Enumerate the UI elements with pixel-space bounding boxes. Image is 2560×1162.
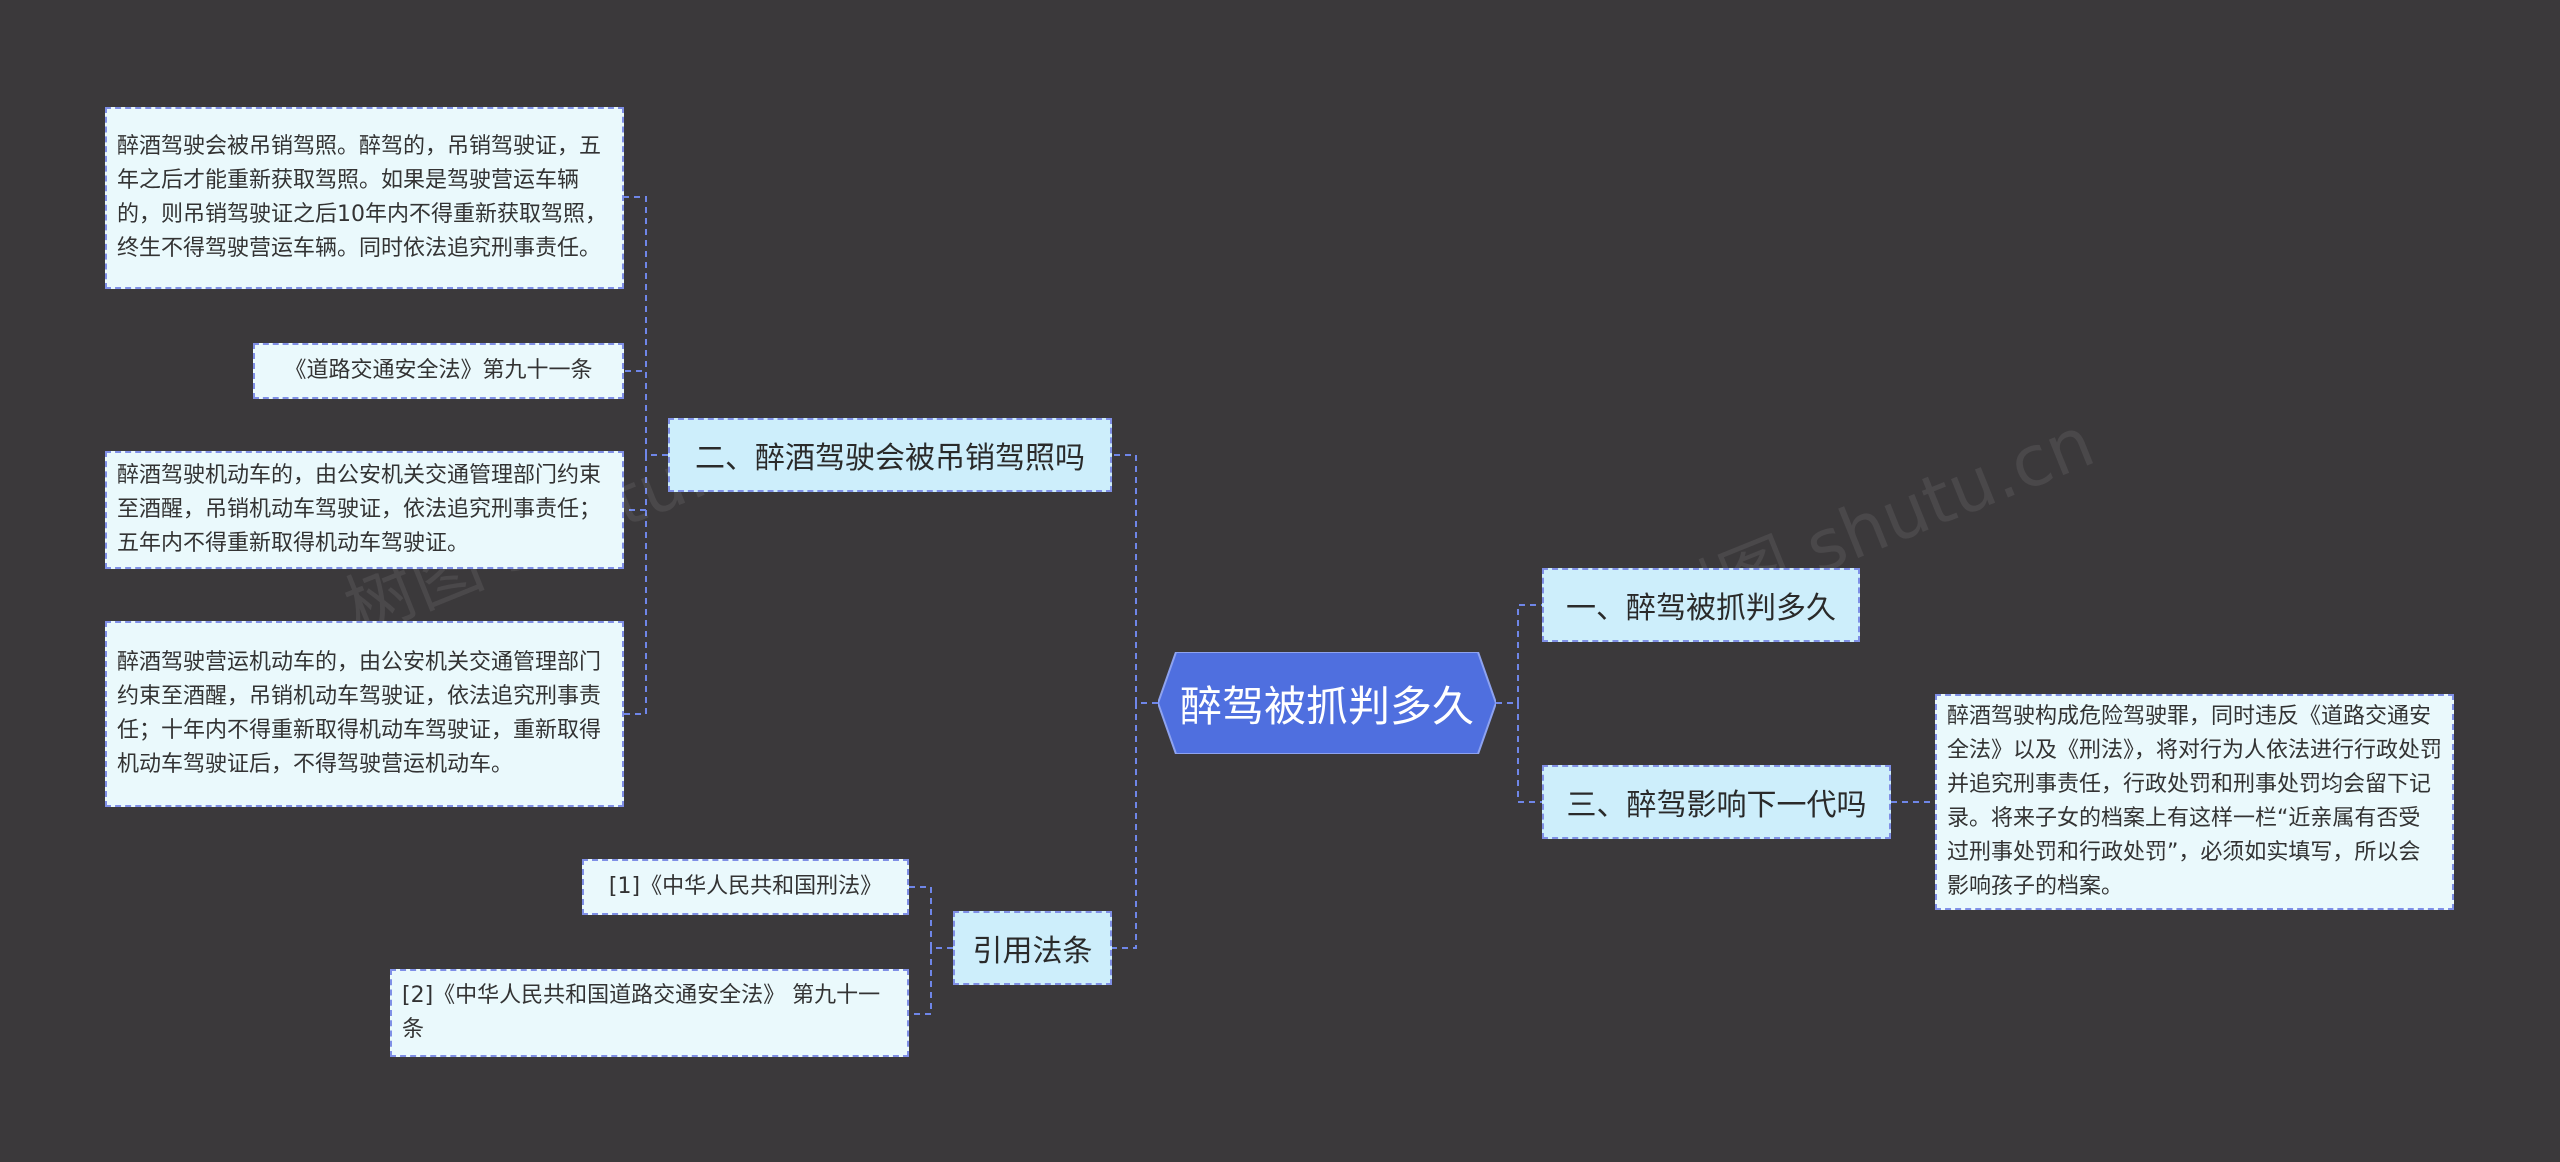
leaf-text: [1]《中华人民共和国刑法》 — [608, 874, 883, 899]
leaf-motor-vehicle-rule[interactable]: 醉酒驾驶机动车的，由公安机关交通管理部门约束至酒醒，吊销机动车驾驶证，依法追究刑… — [105, 451, 624, 569]
branch-revoke-license[interactable]: 二、醉酒驾驶会被吊销驾照吗 — [668, 418, 1112, 492]
leaf-child-record-impact[interactable]: 醉酒驾驶构成危险驾驶罪，同时违反《道路交通安全法》以及《刑法》，将对行为人依法进… — [1935, 694, 2454, 910]
root-shape — [1158, 652, 1496, 754]
branch-label: 二、醉酒驾驶会被吊销驾照吗 — [695, 441, 1085, 476]
leaf-text: [2]《中华人民共和国道路交通安全法》 第九十一条 — [402, 983, 881, 1042]
branch-next-generation[interactable]: 三、醉驾影响下一代吗 — [1542, 765, 1891, 839]
root-topic[interactable]: 醉驾被抓判多久 — [1158, 652, 1496, 754]
leaf-revoke-summary[interactable]: 醉酒驾驶会被吊销驾照。醉驾的，吊销驾驶证，五年之后才能重新获取驾照。如果是驾驶营… — [105, 107, 624, 289]
leaf-road-traffic-law[interactable]: [2]《中华人民共和国道路交通安全法》 第九十一条 — [390, 969, 909, 1057]
branch-cited-laws[interactable]: 引用法条 — [953, 911, 1112, 985]
leaf-criminal-law[interactable]: [1]《中华人民共和国刑法》 — [582, 859, 909, 915]
branch-label: 一、醉驾被抓判多久 — [1566, 591, 1836, 626]
leaf-text: 醉酒驾驶营运机动车的，由公安机关交通管理部门约束至酒醒，吊销机动车驾驶证，依法追… — [117, 650, 602, 777]
branch-sentence-length[interactable]: 一、醉驾被抓判多久 — [1542, 568, 1860, 642]
leaf-commercial-vehicle-rule[interactable]: 醉酒驾驶营运机动车的，由公安机关交通管理部门约束至酒醒，吊销机动车驾驶证，依法追… — [105, 621, 624, 807]
leaf-text: 醉酒驾驶构成危险驾驶罪，同时违反《道路交通安全法》以及《刑法》，将对行为人依法进… — [1947, 704, 2443, 899]
leaf-text: 《道路交通安全法》第九十一条 — [284, 358, 593, 383]
branch-label: 引用法条 — [972, 934, 1093, 969]
root-label: 醉驾被抓判多久 — [1179, 681, 1474, 731]
leaf-text: 醉酒驾驶机动车的，由公安机关交通管理部门约束至酒醒，吊销机动车驾驶证，依法追究刑… — [117, 463, 602, 556]
leaf-text: 醉酒驾驶会被吊销驾照。醉驾的，吊销驾驶证，五年之后才能重新获取驾照。如果是驾驶营… — [117, 134, 607, 261]
branch-label: 三、醉驾影响下一代吗 — [1566, 788, 1867, 823]
leaf-traffic-law-article[interactable]: 《道路交通安全法》第九十一条 — [253, 343, 624, 399]
